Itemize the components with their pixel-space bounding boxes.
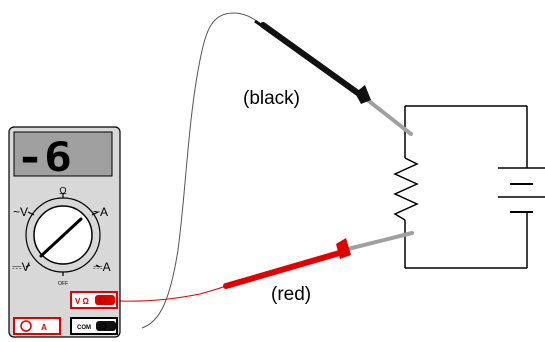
red-probe-handle xyxy=(223,249,346,289)
volt-ohm-jack-socket xyxy=(98,296,106,304)
resistor xyxy=(393,157,419,221)
common-jack-socket xyxy=(99,322,107,330)
circuit xyxy=(393,105,545,269)
dial-label-ac-volts: ~V xyxy=(13,205,28,219)
dial-ticks xyxy=(25,193,101,276)
black-probe-label: (black) xyxy=(243,88,300,109)
black-probe-tip xyxy=(363,96,413,136)
black-probe[interactable] xyxy=(254,19,413,136)
volt-ohm-jack-label: V Ω xyxy=(75,297,90,306)
red-lead-wire xyxy=(119,285,227,302)
black-lead-wire xyxy=(141,12,269,329)
dial-label-off: OFF xyxy=(58,281,68,287)
black-probe-boot xyxy=(254,19,269,32)
lcd-value: -6 xyxy=(16,135,72,181)
red-probe-tip xyxy=(346,231,414,251)
dial-pointer xyxy=(39,217,83,258)
multimeter: -6 ~V Ω ~A ⎓V ⎓A OFF V Ω xyxy=(8,126,121,338)
dial-label-ohms: Ω xyxy=(59,186,67,197)
common-jack-label: COM xyxy=(77,325,91,331)
black-probe-handle xyxy=(260,22,365,99)
dial-label-dc-amps: ⎓A xyxy=(93,260,111,274)
lcd-display: -6 xyxy=(13,131,113,181)
volt-ohm-jack[interactable]: V Ω xyxy=(70,291,118,309)
red-probe[interactable] xyxy=(223,231,414,289)
amps-jack[interactable]: A xyxy=(13,317,61,335)
common-jack[interactable]: COM xyxy=(70,317,118,335)
amps-jack-label: A xyxy=(41,323,47,332)
amps-jack-socket xyxy=(20,320,32,332)
dial-label-ac-amps: ~A xyxy=(93,205,108,219)
dial-label-dc-volts: ⎓V xyxy=(12,260,30,274)
red-probe-label: (red) xyxy=(271,284,311,305)
lcd-screen xyxy=(13,131,113,177)
function-dial[interactable] xyxy=(25,197,101,273)
